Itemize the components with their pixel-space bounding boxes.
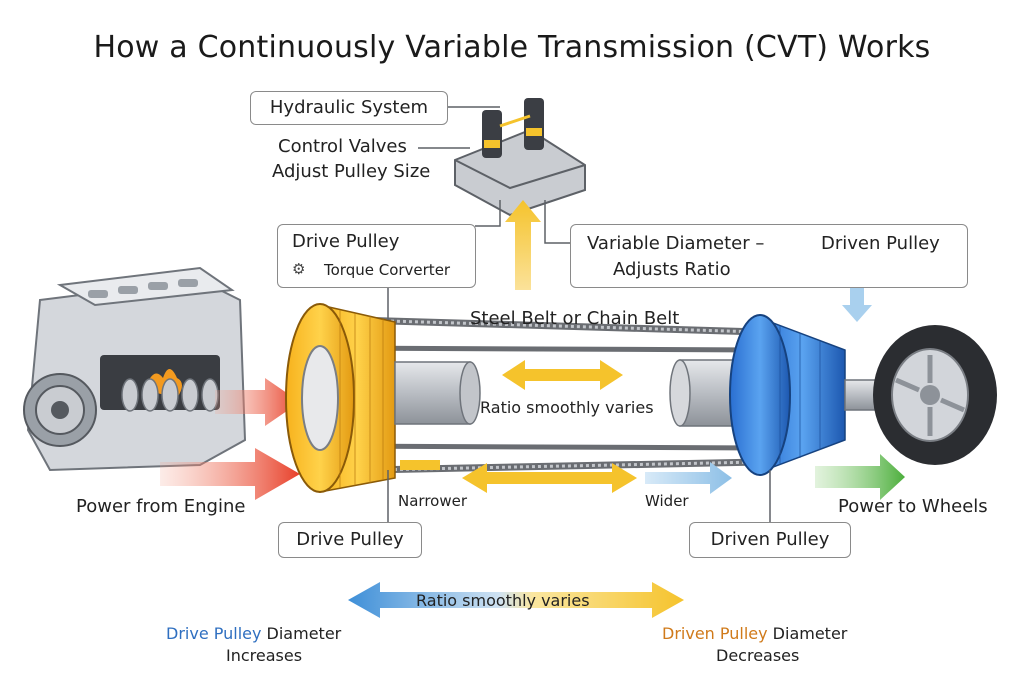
ratio-mid-label: Ratio smoothly varies [480,398,654,417]
drive-diameter-name: Drive Pulley [166,624,262,643]
power-out-arrow [815,454,905,500]
driven-diameter-change: Decreases [716,646,800,665]
drive-diameter-note: Drive Pulley Diameter [166,624,341,643]
variable-diameter-box: Variable Diameter – Adjusts Ratio Driven… [570,224,968,288]
connector-lines [387,106,771,530]
wider-label: Wider [645,492,689,510]
ratio-arrow-upper [502,360,623,390]
driven-pulley-cone [669,314,886,476]
wider-arrow [645,462,732,494]
hydraulic-system-box: Hydraulic System [250,91,448,125]
drive-diameter-rest: Diameter [261,624,342,643]
variable-diameter-label: Variable Diameter – [587,233,765,254]
bottom-ratio-arrow [348,582,684,618]
steel-belt-label: Steel Belt or Chain Belt [470,308,680,329]
drive-pulley-cone [285,303,481,493]
driven-pulley-name: Driven Pulley [710,529,830,550]
power-in-arrow-lower [160,448,300,500]
driven-pulley-name-box: Driven Pulley [689,522,851,558]
adjust-pulley-size-label: Adjust Pulley Size [272,161,431,182]
driven-diameter-note: Driven Pulley Diameter [662,624,847,643]
driven-pulley-box-label: Driven Pulley [821,233,940,254]
power-to-wheels-label: Power to Wheels [838,496,988,517]
narrower-arrow [400,460,440,470]
adjusts-ratio-label: Adjusts Ratio [613,259,731,280]
torque-converter-icon: ⚙ [292,260,306,278]
ratio-bottom-label: Ratio smoothly varies [416,591,590,610]
driven-diameter-name: Driven Pulley [662,624,768,643]
drive-pulley-name-box: Drive Pulley [278,522,422,558]
drive-pulley-box-title: Drive Pulley [292,231,400,252]
ratio-arrow-lower [462,463,637,493]
narrower-label: Narrower [398,492,467,510]
power-from-engine-label: Power from Engine [76,496,246,517]
engine-illustration [23,266,247,472]
hydraulic-block [454,98,586,217]
power-in-arrow-upper [215,378,300,426]
driven-diameter-rest: Diameter [767,624,848,643]
wheel-illustration [873,325,997,465]
drive-pulley-name: Drive Pulley [296,529,404,550]
torque-converter-label: Torque Corverter [324,261,451,279]
drive-pulley-box: Drive Pulley ⚙ Torque Corverter [277,224,476,288]
hydraulic-up-arrow [505,200,541,290]
hydraulic-system-label: Hydraulic System [269,97,429,118]
drive-diameter-change: Increases [226,646,303,665]
diagram-title: How a Continuously Variable Transmission… [93,30,931,65]
control-valves-label: Control Valves [278,136,407,157]
